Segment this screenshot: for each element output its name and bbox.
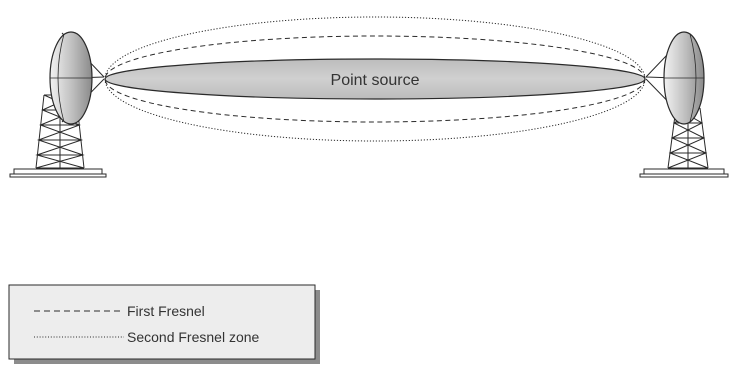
legend-second-fresnel-label: Second Fresnel zone: [127, 329, 260, 345]
left-antenna-base: [9, 168, 107, 178]
point-source-ellipse: [104, 58, 646, 100]
fresnel-zones: Point source: [104, 16, 646, 142]
right-antenna-base: [639, 168, 729, 178]
right-antenna: [639, 31, 729, 178]
legend-box: [8, 284, 316, 360]
point-source-label: Point source: [331, 72, 420, 89]
left-antenna: [9, 31, 107, 178]
legend: First Fresnel Second Fresnel zone: [8, 284, 320, 364]
legend-first-fresnel-label: First Fresnel: [127, 303, 205, 319]
